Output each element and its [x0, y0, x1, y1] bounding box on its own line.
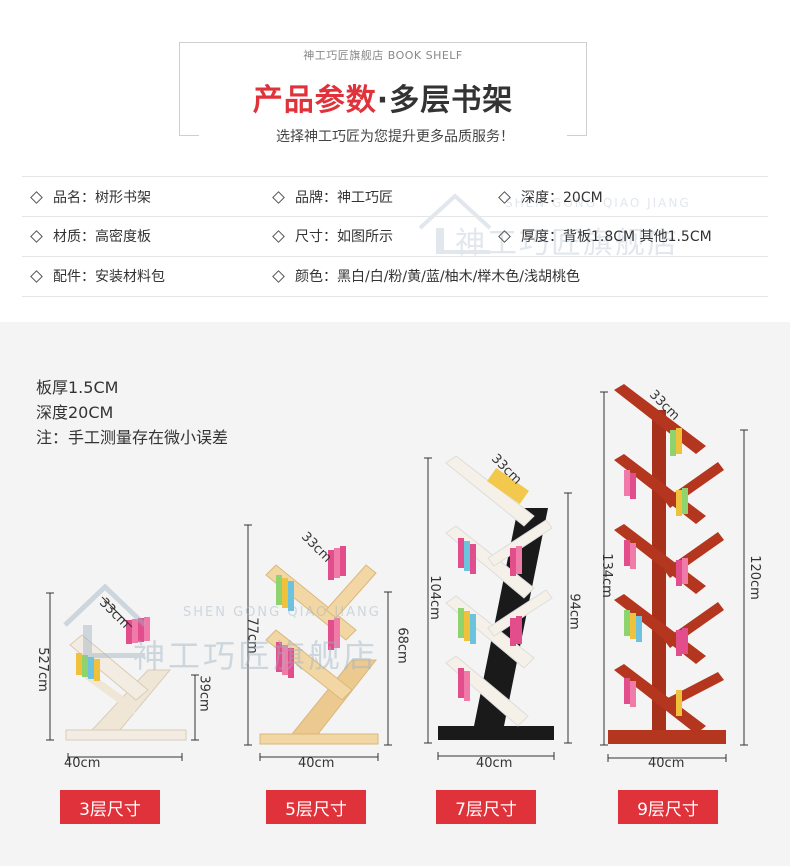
spec-cell: 颜色：黑白/白/粉/黄/蓝/柚木/榉木色/浅胡桃色 [270, 256, 580, 296]
shelf-3-illustration [46, 592, 199, 761]
shelf-5-height: 77cm [244, 617, 260, 654]
shelf-9-inner: 120cm [746, 555, 762, 600]
size-3-button[interactable]: 3层尺寸 [60, 790, 160, 824]
spec-cell: 配件：安装材料包 [28, 256, 165, 296]
diamond-icon [272, 269, 285, 283]
title-dark: 多层书架 [389, 83, 514, 118]
store-label: 神工巧匠旗舰店 BOOK SHELF [303, 49, 463, 62]
note-thickness: 板厚1.5CM [36, 378, 119, 397]
diamond-icon [30, 229, 43, 243]
spec-cell: 厚度：背板1.8CM 其他1.5CM [496, 216, 712, 256]
shelf-5-inner: 68cm [394, 627, 410, 664]
size-5-button[interactable]: 5层尺寸 [266, 790, 366, 824]
header-frame: 神工巧匠旗舰店 BOOK SHELF 产品参数·多层书架 [179, 42, 587, 136]
size-9-button[interactable]: 9层尺寸 [618, 790, 718, 824]
spec-cell: 材质：高密度板 [28, 216, 151, 256]
shelf-7-illustration [424, 455, 572, 760]
note-depth: 深度20CM [36, 403, 114, 422]
spec-table: 品名：树形书架 品牌：神工巧匠 深度：20CM 材质：高密度板 尺寸：如图所示 … [22, 176, 768, 298]
shelf-7-height: 104cm [426, 575, 442, 620]
shelf-9-height: 134cm [598, 553, 614, 598]
diamond-icon [272, 229, 285, 243]
shelf-5-illustration [244, 524, 392, 761]
spec-row: 配件：安装材料包 颜色：黑白/白/粉/黄/蓝/柚木/榉木色/浅胡桃色 [22, 256, 768, 297]
shelf-3-inner: 39cm [196, 675, 212, 712]
shelf-3-width: 40cm [64, 756, 101, 771]
diamond-icon [30, 190, 43, 204]
shelf-9-illustration [600, 384, 748, 762]
shelf-7-inner: 94cm [566, 593, 582, 630]
spec-cell: 尺寸：如图所示 [270, 216, 393, 256]
diamond-icon [272, 190, 285, 204]
page-title: 产品参数·多层书架 [180, 75, 586, 119]
shelf-5-width: 40cm [298, 756, 335, 771]
spec-cell: 品牌：神工巧匠 [270, 177, 393, 217]
size-7-button[interactable]: 7层尺寸 [436, 790, 536, 824]
note-error: 注：手工测量存在微小误差 [36, 428, 229, 447]
title-red: 产品参数 [252, 83, 377, 118]
diamond-icon [498, 229, 511, 243]
shelf-3-height: 527cm [34, 647, 50, 692]
spec-cell: 品名：树形书架 [28, 177, 151, 217]
diamond-icon [498, 190, 511, 204]
title-dot: · [376, 83, 390, 118]
spec-row: 材质：高密度板 尺寸：如图所示 厚度：背板1.8CM 其他1.5CM [22, 216, 768, 257]
shelf-9-width: 40cm [648, 756, 685, 771]
spec-row: 品名：树形书架 品牌：神工巧匠 深度：20CM [22, 176, 768, 217]
diamond-icon [30, 269, 43, 283]
shelf-7-width: 40cm [476, 756, 513, 771]
subtitle: 选择神工巧匠为您提升更多品质服务！ [276, 129, 514, 145]
spec-cell: 深度：20CM [496, 177, 603, 217]
